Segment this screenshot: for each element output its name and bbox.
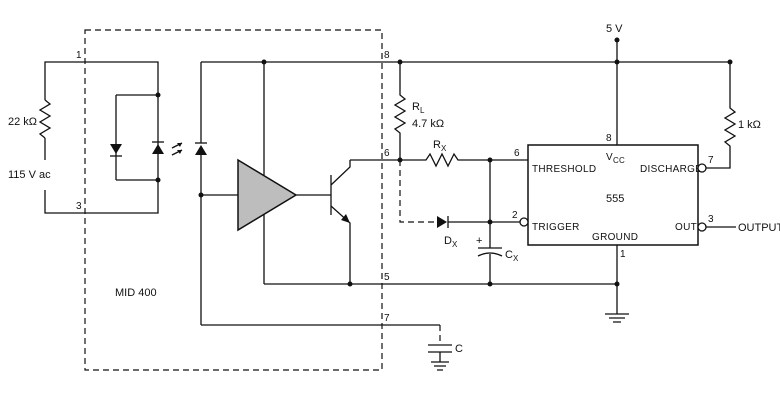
timer-pin-2: 2: [512, 210, 518, 221]
threshold-label: THRESHOLD: [532, 164, 596, 175]
timer-pin-6: 6: [514, 148, 520, 159]
r1k-resistor: 1 kΩ: [706, 59, 761, 169]
c-capacitor: C: [428, 325, 463, 371]
supply-terminal-icon: [614, 37, 620, 43]
opto-pin-3: 3: [76, 201, 82, 212]
cx-name: CX: [505, 249, 519, 263]
r1k-label: 1 kΩ: [738, 119, 761, 131]
opto-pin-7: 7: [384, 313, 390, 324]
diode-dx-icon: [437, 216, 447, 228]
rl-resistor: RL 4.7 kΩ: [393, 62, 444, 163]
ground-icon: [431, 361, 449, 371]
c-label: C: [455, 343, 463, 355]
rx-resistor: RX: [400, 139, 528, 168]
opto-pin-8: 8: [384, 50, 390, 61]
opto-input-rail-top: [80, 61, 159, 95]
ground-label: GROUND: [592, 232, 638, 243]
junction-dot: [155, 177, 161, 183]
timer-body: [527, 144, 699, 246]
trigger-label: TRIGGER: [532, 222, 580, 233]
amplifier-icon: [237, 158, 298, 232]
led-right-icon: [152, 141, 164, 154]
rl-name: RL: [412, 101, 425, 115]
out-bubble-icon: [697, 222, 707, 232]
junction-dot: [487, 281, 493, 287]
cx-capacitor: + CX: [476, 160, 519, 284]
rx-name: RX: [433, 139, 447, 153]
optocoupler-outline: [84, 29, 383, 371]
optocoupler-name: MID 400: [115, 287, 157, 299]
ac-source-label: 115 V ac: [8, 169, 51, 181]
junction-dot: [155, 92, 161, 98]
input-section: 22 kΩ 115 V ac 1 3: [8, 50, 82, 214]
timer-555: 555 THRESHOLD TRIGGER VCC DISCHARGE OUT …: [512, 133, 714, 260]
resistor-22k-label: 22 kΩ: [8, 116, 37, 128]
opto-pin-1: 1: [76, 50, 82, 61]
input-wire-top: [44, 61, 80, 100]
ground-section: [400, 245, 629, 323]
junction-dot: [261, 59, 267, 65]
junction-dot: [347, 281, 353, 287]
out-label: OUT: [675, 222, 697, 233]
opto-input-rail-bottom: [80, 180, 159, 214]
dx-name: DX: [444, 235, 458, 249]
light-arrows-icon: [171, 142, 183, 156]
cx-polarity: +: [476, 235, 482, 247]
transistor-icon: [330, 160, 351, 284]
trigger-bubble-icon: [519, 217, 529, 227]
rl-value: 4.7 kΩ: [412, 118, 444, 130]
led-bridge: [115, 94, 159, 181]
dx-diode: DX: [399, 160, 528, 249]
timer-pin-8: 8: [606, 133, 612, 144]
timer-name: 555: [606, 193, 624, 205]
junction-dot: [614, 59, 620, 65]
junction-dot: [727, 59, 733, 65]
ground-icon: [605, 313, 629, 323]
vcc-label: VCC: [606, 152, 625, 165]
optocoupler-mid400: MID 400: [80, 29, 440, 371]
timer-pin-7: 7: [708, 155, 714, 166]
photodiode-icon: [195, 142, 207, 155]
resistor-22k: [38, 99, 52, 139]
opto-pin-6: 6: [384, 148, 390, 159]
output-label: OUTPUT: [738, 222, 780, 234]
input-wire-bottom: [44, 190, 80, 214]
output-section: OUTPUT: [706, 222, 780, 234]
led-left-icon: [110, 144, 122, 157]
discharge-bubble-icon: [697, 163, 707, 173]
timer-pin-3: 3: [708, 214, 714, 225]
timer-pin-1: 1: [620, 249, 626, 260]
supply-label: 5 V: [606, 23, 623, 35]
supply-section: 5 V: [397, 23, 730, 145]
discharge-label: DISCHARGE: [640, 164, 702, 175]
opto-pin-5: 5: [384, 272, 390, 283]
